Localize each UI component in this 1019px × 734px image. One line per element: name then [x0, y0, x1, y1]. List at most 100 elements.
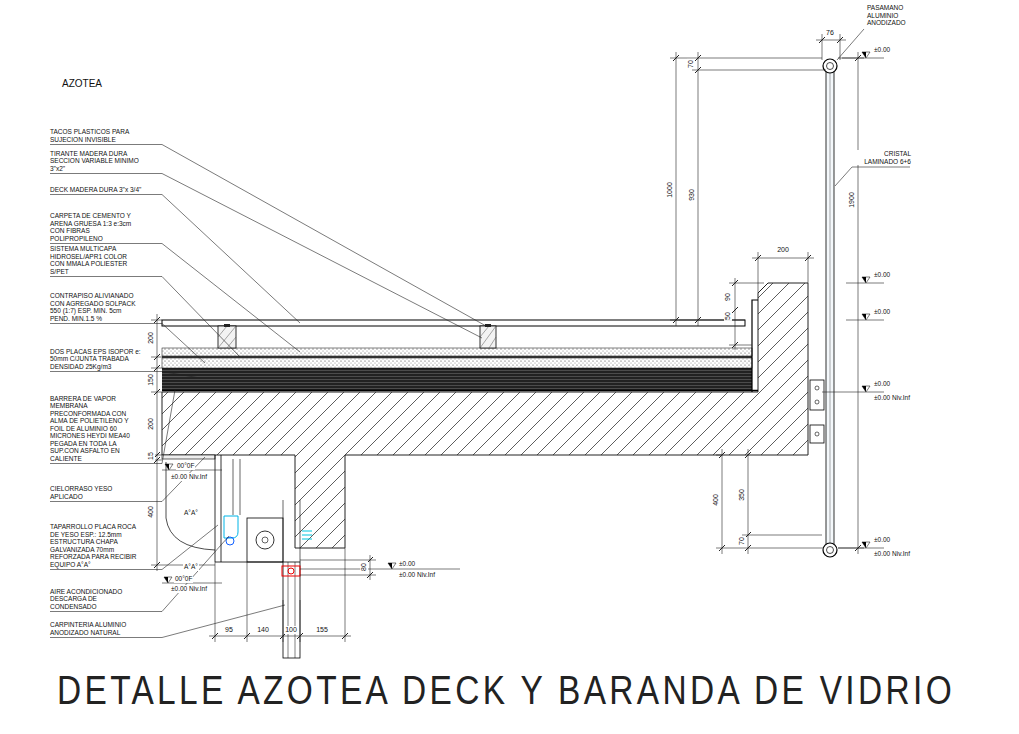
level-mark: ±0.00: [873, 536, 891, 544]
dimension-line: [151, 314, 215, 571]
dimension-value: 200: [776, 246, 790, 254]
level-mark: ±0.00 Niv.Inf: [873, 394, 911, 402]
roof-layers: [162, 368, 752, 390]
dimension-value: 350: [738, 488, 746, 502]
roof-layers: [162, 390, 758, 392]
wood-deck: [485, 324, 491, 327]
glass-railing: [826, 70, 834, 546]
roof-layers: [162, 348, 752, 356]
dimension-value: 140: [256, 626, 270, 634]
dimension-value: 76: [825, 29, 835, 37]
window-frame: [282, 566, 300, 576]
ceiling-shutter-box: [233, 459, 234, 515]
callout-text: TACOS PLASTICOS PARA SUJECION INVISIBLE: [50, 128, 142, 143]
drawing-caption: DETALLE AZOTEA DECK Y BARANDA DE VIDRIO: [57, 668, 955, 713]
dimension-line: [151, 34, 864, 642]
roof-layers: [162, 356, 752, 358]
ceiling-shutter-box: [247, 518, 283, 562]
leader-line: [835, 167, 910, 186]
level-mark: ±0.00: [873, 46, 891, 54]
callout-text: TIRANTE MADERA DURA SECCION VARIABLE MIN…: [50, 150, 142, 173]
dimension-value: 70: [687, 59, 695, 69]
ceiling-shutter-box: [240, 459, 241, 515]
dimension-line: [755, 255, 811, 261]
dimension-line: [816, 34, 846, 60]
glass-railing: [815, 432, 819, 436]
dimension-line: [838, 52, 864, 554]
callout-text: CONTRAPISO ALIVIANADO CON AGREGADO SOLPA…: [50, 292, 142, 322]
dimension-line: [819, 37, 843, 43]
glass-railing: [823, 59, 837, 73]
ceiling-shutter-box: [224, 516, 238, 538]
callout-text: TAPARROLLO PLACA ROCA DE YESO ESP.: 12.5…: [50, 523, 142, 568]
glass-railing: [815, 400, 819, 404]
window-frame: [283, 500, 284, 562]
glass-railing: [823, 543, 837, 557]
leader-line: [50, 372, 200, 379]
dimension-value: 150: [147, 373, 155, 387]
dimension-line: [209, 548, 351, 642]
dimension-value: 930: [688, 188, 696, 202]
roof-layers: [752, 300, 758, 392]
wood-deck: [480, 326, 496, 348]
leader-line: [50, 605, 285, 638]
dimension-value: 200: [147, 331, 155, 345]
level-mark: ±0.00: [873, 380, 891, 388]
window-frame: [288, 568, 294, 574]
callout-text: BARRERA DE VAPOR MEMBRANA PRECONFORMADA …: [50, 395, 142, 463]
dimension-line: [670, 52, 822, 326]
dimension-value: 80: [360, 562, 368, 572]
callout-text: CARPINTERIA ALUMINIO ANODIZADO NATURAL: [50, 621, 142, 636]
leader-line: [50, 277, 240, 358]
dimension-value: 400: [147, 505, 155, 519]
leader-line: [50, 145, 486, 327]
dimension-value: 400: [712, 493, 720, 507]
level-mark: 00°0F: [174, 575, 193, 583]
dimension-line: [742, 449, 822, 554]
dimension-value: 1900: [848, 191, 856, 209]
dimension-value: 155: [315, 626, 329, 634]
level-mark: ±0.00 Niv.Inf: [398, 571, 436, 579]
dimension-value: 50: [724, 311, 732, 321]
window-frame: [300, 500, 301, 562]
callout-text: DOS PLACAS EPS ISOPOR e: 50mm C/JUNTA TR…: [50, 348, 142, 371]
level-mark: ±0.00 Niv.Inf: [873, 550, 911, 558]
glass-railing: [827, 63, 834, 70]
callout-text: AIRE ACONDICIONADO DESCARGA DE CONDENSAD…: [50, 588, 142, 611]
wood-deck: [162, 320, 745, 326]
roof-layers: [162, 358, 752, 368]
glass-railing: [827, 547, 834, 554]
dimension-line: [732, 280, 738, 348]
part-label: CRISTAL LAMINADO 6+6: [852, 150, 912, 165]
dimension-line: [154, 317, 160, 568]
level-mark: ±0.00 Niv.Inf: [170, 473, 208, 481]
wood-deck: [162, 320, 745, 348]
wood-deck: [480, 326, 496, 348]
window-frame: [283, 562, 300, 658]
ceiling-shutter-box: [256, 531, 274, 549]
dimension-line: [300, 555, 376, 580]
part-label: PASAMANO ALUMINIO ANODIZADO: [866, 4, 914, 27]
drawing-heading: AZOTEA: [62, 78, 102, 89]
level-mark: ±0.00: [873, 271, 891, 279]
leader-line: [50, 174, 482, 339]
dimension-line: [729, 278, 764, 350]
level-mark: ±0.00: [398, 560, 416, 568]
concrete-slab: [162, 283, 808, 548]
glass-railing: [830, 70, 831, 546]
callout-text: DECK MADERA DURA 3"x 3/4": [50, 186, 142, 194]
leader-line: [837, 29, 864, 60]
ceiling-shutter-box: [162, 455, 215, 459]
level-mark: 00°0F: [176, 462, 195, 470]
dimension-value: 70: [738, 536, 746, 546]
dimension-value: 1000: [666, 181, 674, 199]
dimension-value: 100: [284, 626, 298, 634]
concrete-slab: [162, 283, 808, 548]
glass-railing: [810, 59, 837, 557]
level-mark: A°A°: [183, 563, 199, 571]
dimension-line: [752, 252, 814, 293]
dimension-value: 15: [147, 451, 155, 461]
wood-deck: [224, 324, 230, 327]
